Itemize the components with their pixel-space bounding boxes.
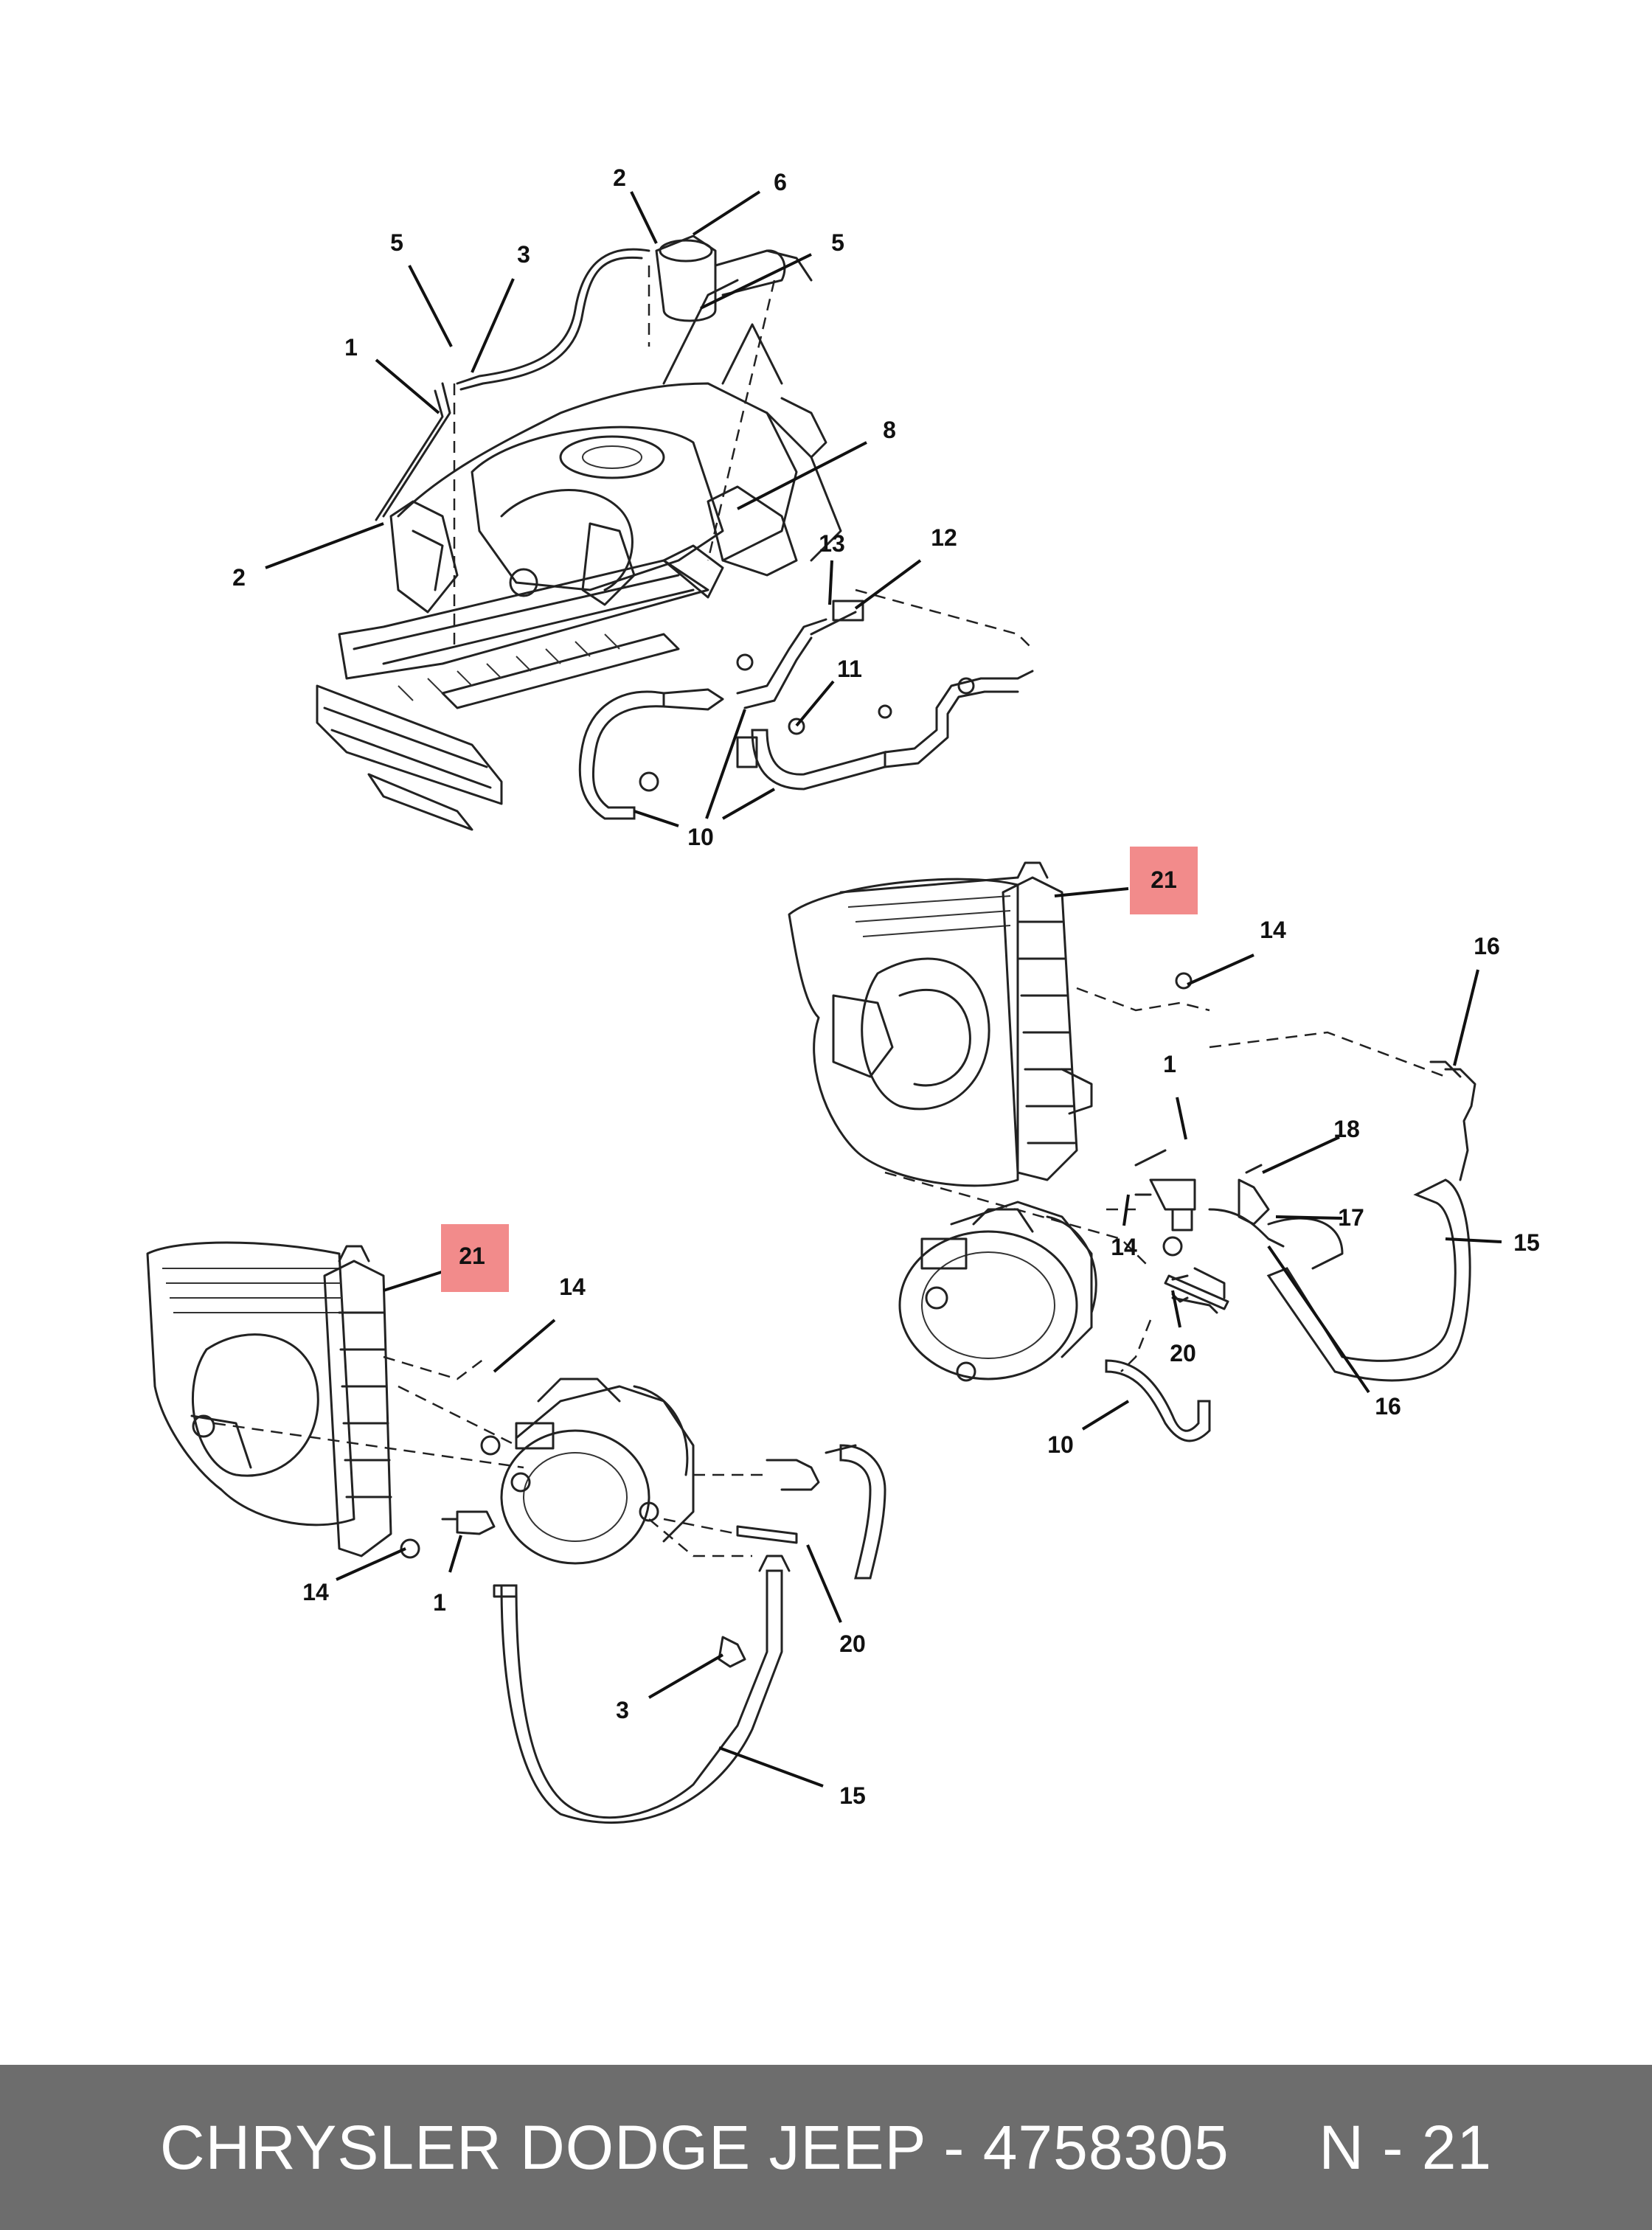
callout-label: 13 [819,530,845,557]
callout-label: 5 [831,229,844,256]
callout-label: 15 [839,1782,866,1809]
callout-label-highlighted: 21 [1150,866,1177,893]
callout-label: 16 [1474,933,1500,959]
callout-label: 20 [839,1630,866,1657]
callout-label: 1 [344,334,358,361]
left-assembly [146,1241,886,1824]
callout-label: 15 [1513,1229,1540,1256]
callout-label: 14 [1111,1234,1137,1260]
callout-label: 12 [931,524,957,551]
callout-label: 1 [433,1589,446,1616]
highlight-box-right [1130,847,1198,914]
callout-label: 11 [837,656,862,682]
callout-label: 16 [1375,1393,1401,1420]
callout-label-highlighted: 21 [459,1243,485,1269]
highlight-box-left [441,1224,509,1292]
footer-bar: CHRYSLER DODGE JEEP - 4758305 N - 21 [0,2065,1652,2230]
callout-label: 10 [687,824,714,850]
parts-diagram: 2 6 5 3 5 1 8 2 13 12 11 10 21 14 16 1 1… [146,164,1540,1824]
callout-label: 8 [883,417,896,443]
right-assembly [788,861,1476,1442]
callout-label: 2 [232,564,246,591]
callout-label: 14 [302,1579,329,1605]
callout-label: 18 [1333,1116,1360,1142]
callout-label: 5 [390,229,403,256]
callout-label: 3 [517,241,530,268]
callout-labels: 2 6 5 3 5 1 8 2 13 12 11 10 21 14 16 1 1… [232,164,1540,1809]
callout-label: 3 [616,1697,629,1723]
callout-label: 17 [1338,1204,1364,1231]
top-assembly [316,235,1034,831]
callout-label: 20 [1170,1340,1196,1366]
callout-leaders [265,190,1502,1788]
callout-label: 6 [774,169,787,195]
callout-label: 14 [1260,917,1286,943]
callout-label: 14 [559,1274,586,1300]
callout-label: 10 [1047,1431,1074,1458]
callout-label: 2 [613,164,626,191]
footer-title: CHRYSLER DODGE JEEP - 4758305 N - 21 [159,2112,1493,2182]
callout-label: 1 [1163,1051,1176,1077]
